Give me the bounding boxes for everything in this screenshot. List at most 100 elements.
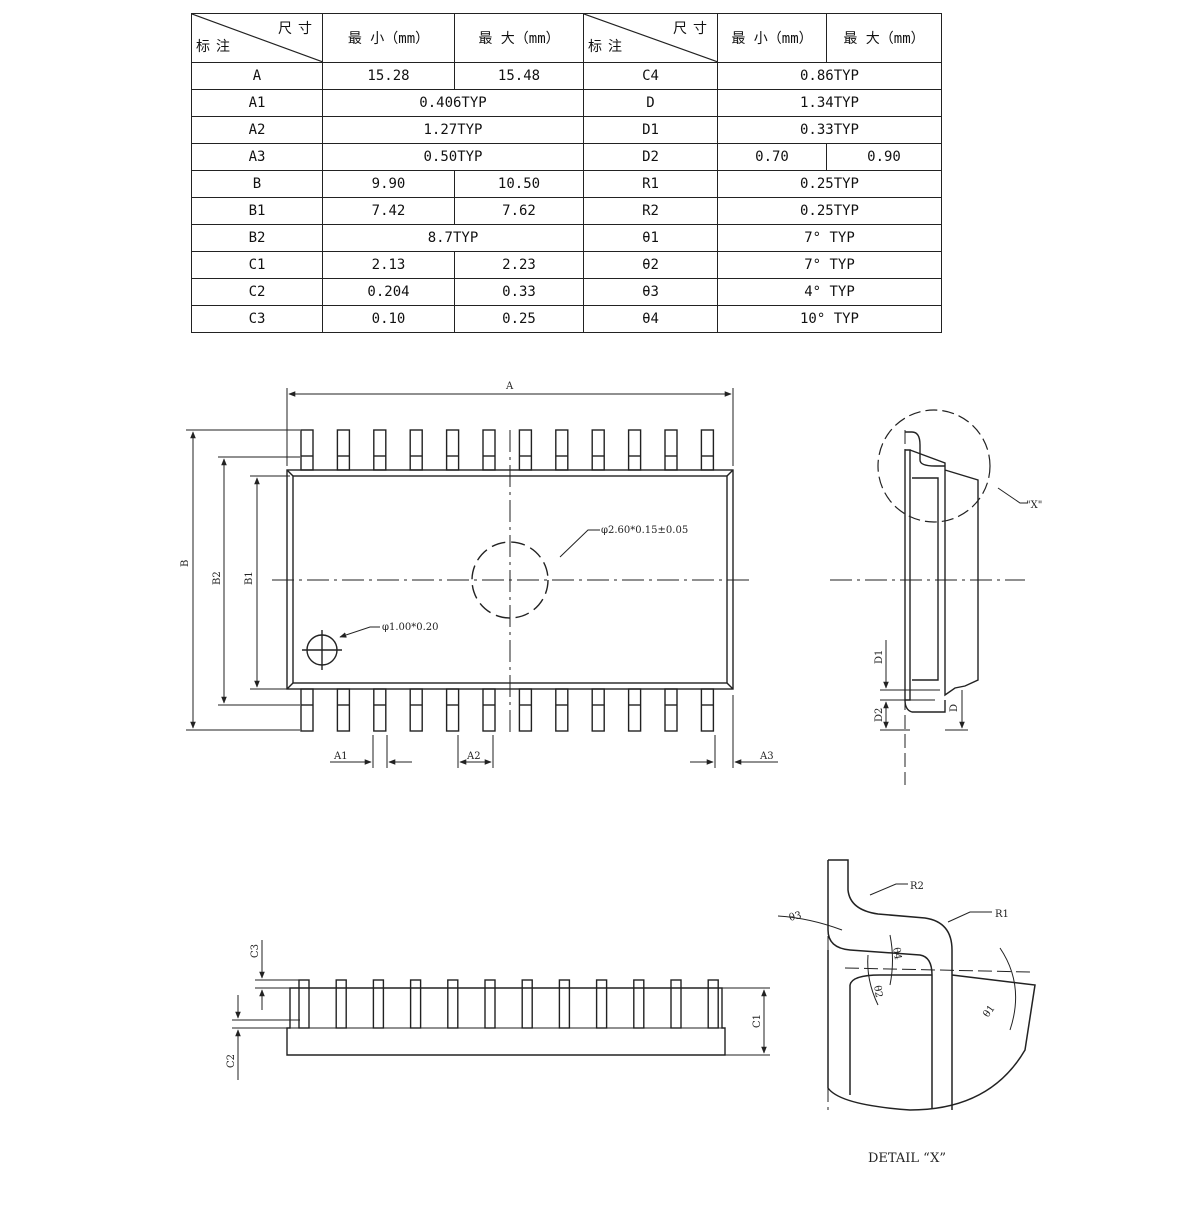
dim-typ-cell: 0.25TYP (717, 197, 942, 225)
dim-label-cell: A3 (191, 143, 323, 171)
detail-caption: DETAIL “X” (868, 1151, 946, 1166)
dim-a-label: A (505, 381, 514, 392)
ejector-pin-leader (559, 529, 600, 558)
dim-label-cell: A1 (191, 89, 323, 117)
dim-typ-cell: 0.33TYP (717, 116, 942, 144)
pin (518, 429, 533, 471)
dim-typ-cell: 7° TYP (717, 224, 942, 252)
dim-label-cell: A (191, 62, 323, 90)
detail-x-view (777, 859, 1036, 1111)
detail-lead-inner (827, 860, 933, 1108)
r1-leader (947, 911, 992, 923)
lead (484, 979, 496, 1029)
side-view (830, 409, 1028, 785)
dim-typ-cell: 1.27TYP (322, 116, 584, 144)
front-body-outline (286, 987, 726, 1056)
pin1-mark-leader (339, 626, 380, 638)
detail-body-outline (827, 950, 1036, 1111)
pin (300, 429, 314, 471)
dim-label-cell: C4 (583, 62, 718, 90)
dim-label-cell: C1 (191, 251, 323, 279)
header-max-right: 最 大（mm） (826, 13, 942, 63)
pin (591, 688, 605, 732)
lead (633, 979, 645, 1029)
lead (595, 979, 608, 1029)
header-dimension-label-right: 尺寸 (673, 21, 713, 37)
dim-min-cell: 9.90 (322, 170, 455, 198)
detail-theta1-label: θ1 (981, 1003, 997, 1019)
dim-b2-label: B2 (212, 571, 223, 585)
detail-theta2-label: θ2 (871, 985, 884, 999)
dim-typ-cell: 0.25TYP (717, 170, 942, 198)
side-body-outline (909, 449, 979, 697)
detail-x-circle (877, 409, 991, 523)
pin (664, 688, 678, 732)
dim-max-cell: 7.62 (454, 197, 584, 225)
lead (670, 979, 682, 1029)
pin (409, 688, 423, 732)
dim-c3-label: C3 (250, 944, 261, 958)
header-max: 最 大（mm） (454, 13, 584, 63)
header-corner-cell: 尺寸 标注 (191, 13, 323, 63)
dim-label-cell: D2 (583, 143, 718, 171)
header-diagonal-line (192, 14, 323, 62)
table-header-row: 尺寸 标注 最 小（mm） 最 大（mm） 尺寸 标注 最 小（mm） 最 大（… (191, 13, 942, 63)
dim-b-label: B (180, 560, 191, 567)
header-corner-cell-right: 尺寸 标注 (583, 13, 718, 63)
dim-a2-label: A2 (466, 751, 481, 762)
detail-theta4-label: θ4 (890, 947, 903, 961)
r2-leader (869, 883, 908, 896)
header-symbol-label-right: 标注 (588, 39, 628, 55)
pin (700, 429, 715, 471)
lead (447, 979, 459, 1029)
pin (445, 688, 460, 732)
bottom-pin-row (300, 688, 715, 732)
pin (700, 688, 715, 732)
top-view (186, 388, 778, 768)
dim-d1-label: D1 (874, 650, 885, 664)
top-pin-row (300, 429, 715, 471)
dim-a3-label: A3 (759, 751, 774, 762)
dim-min-cell: 2.13 (322, 251, 455, 279)
dim-typ-cell: 10° TYP (717, 305, 942, 333)
header-dimension-label: 尺寸 (278, 21, 318, 37)
front-view (232, 940, 770, 1080)
dim-label-cell: R1 (583, 170, 718, 198)
pin1-mark-note: φ1.00*0.20 (382, 622, 439, 633)
dim-d-label: D (949, 704, 960, 712)
lead (521, 979, 533, 1029)
dim-b1-label: B1 (244, 571, 255, 585)
dim-label-cell: θ3 (583, 278, 718, 306)
pin (591, 429, 605, 471)
pin (445, 429, 460, 471)
lead (298, 979, 310, 1029)
dim-typ-cell: 7° TYP (717, 251, 942, 279)
dim-typ-cell: 8.7TYP (322, 224, 584, 252)
front-lead-row (298, 979, 719, 1029)
ejector-pin-note: φ2.60*0.15±0.05 (601, 525, 688, 536)
dim-min-cell: 0.204 (322, 278, 455, 306)
dim-min-cell: 0.70 (717, 143, 827, 171)
header-diagonal-line-right (584, 14, 718, 62)
pin (664, 429, 678, 471)
lead (335, 979, 347, 1029)
dim-c2-label: C2 (226, 1054, 237, 1068)
pin (482, 429, 496, 471)
lead (409, 979, 422, 1029)
dim-max-cell: 0.90 (826, 143, 942, 171)
pin (555, 429, 569, 471)
detail-x-leader (997, 487, 1028, 504)
pin (555, 688, 569, 732)
pin (409, 429, 423, 471)
dim-min-cell: 0.10 (322, 305, 455, 333)
pin (373, 429, 387, 471)
pin (627, 688, 642, 732)
dim-max-cell: 0.25 (454, 305, 584, 333)
detail-lead-outer (828, 859, 953, 1110)
pin (518, 688, 533, 732)
